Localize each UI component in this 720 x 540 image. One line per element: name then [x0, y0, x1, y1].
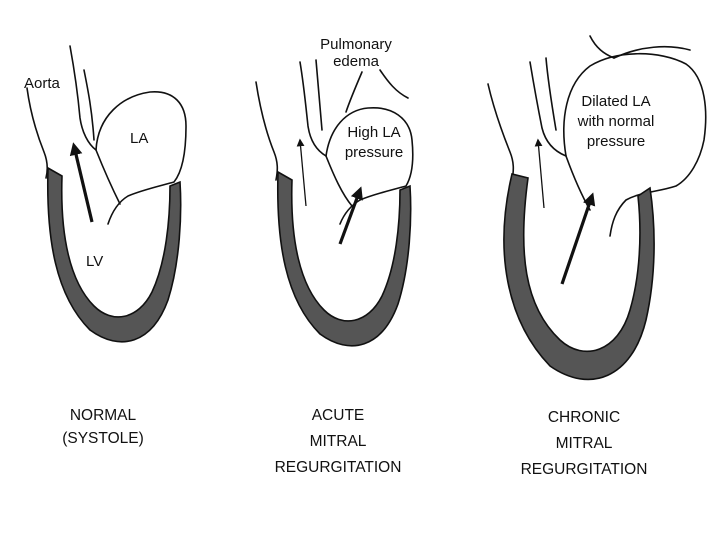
aorta-wall-left [26, 87, 49, 179]
dilated-left-atrium [563, 52, 707, 237]
caption-line-1: CHRONIC [548, 409, 620, 426]
pulmonary-edema-label: edema [333, 53, 380, 70]
lv-ejection-arrow [69, 142, 94, 223]
aorta-wall-left [487, 83, 515, 181]
lv-label: LV [86, 253, 103, 270]
regurgitant-jet-arrow [560, 192, 596, 285]
lv-ejection-arrow [534, 138, 545, 209]
aorta-label: Aorta [24, 75, 61, 92]
aorta-wall-right [299, 61, 327, 157]
aorta-inner-line [315, 59, 323, 131]
pulmonary-vein-line [379, 69, 409, 99]
caption-line-2: MITRAL [310, 433, 367, 450]
caption-line-2: MITRAL [556, 435, 613, 452]
pulmonary-edema-label: Pulmonary [320, 36, 392, 53]
panel-acute: Pulmonary edema High LA pressure ACUTE M… [255, 36, 414, 476]
la-pressure-label: pressure [345, 144, 403, 161]
pulmonary-vein-line [613, 45, 691, 59]
pulmonary-vein-line [589, 35, 615, 59]
pulmonary-vein-line [345, 71, 363, 113]
lv-ejection-arrow [296, 138, 307, 207]
caption-line-1: ACUTE [312, 407, 365, 424]
aorta-inner-line [545, 57, 557, 131]
left-atrium [95, 91, 187, 225]
la-pressure-label: High LA [347, 124, 400, 141]
la-label: LA [130, 130, 148, 147]
caption-line-1: NORMAL [70, 407, 137, 424]
left-atrium [325, 107, 414, 225]
mitral-leaflet [95, 149, 121, 205]
aorta-wall-right [69, 45, 97, 151]
regurgitant-jet-arrow [338, 186, 363, 245]
panel-chronic: Dilated LA with normal pressure CHRONIC … [487, 35, 707, 478]
aorta-inner-line [83, 69, 95, 141]
aorta-wall-left [255, 81, 279, 181]
caption-line-2: (SYSTOLE) [62, 430, 144, 447]
dilated-la-label: with normal [577, 113, 655, 130]
lv-wall [503, 173, 655, 381]
mitral-leaflet [325, 155, 353, 207]
lv-wall [46, 166, 182, 343]
aorta-wall-right [529, 61, 567, 157]
dilated-la-label: pressure [587, 133, 645, 150]
caption-line-3: REGURGITATION [275, 459, 402, 476]
mitral-leaflet [565, 155, 591, 211]
lv-wall [276, 170, 412, 347]
panel-normal: Aorta LA LV NORMAL (SYSTOLE) [24, 45, 187, 447]
dilated-la-label: Dilated LA [581, 93, 650, 110]
caption-line-3: REGURGITATION [521, 461, 648, 478]
